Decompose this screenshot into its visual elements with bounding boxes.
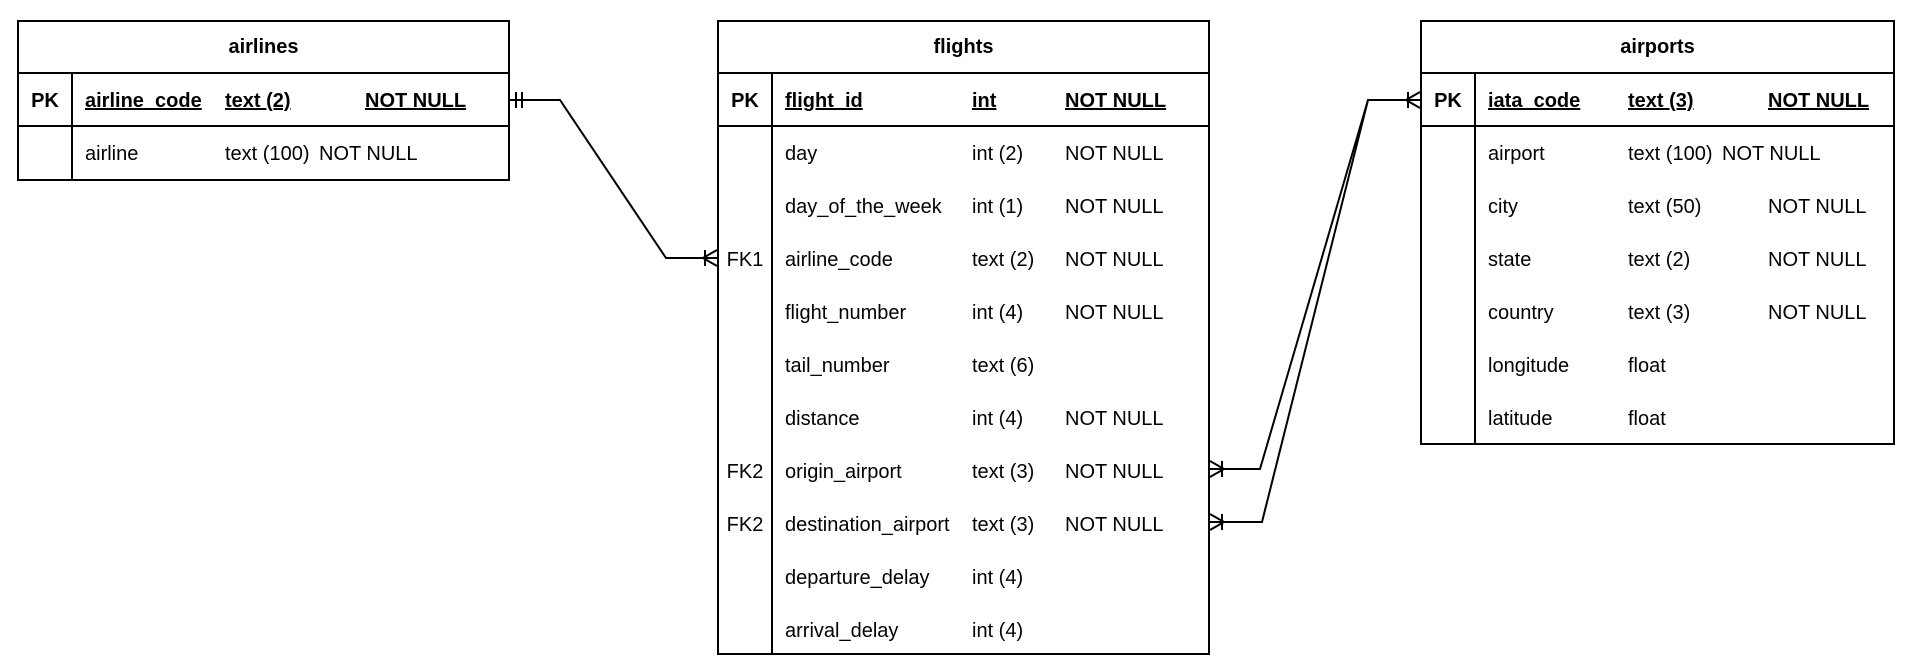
table-flights[interactable]: flights PK flight_id int NOT NULL day in… bbox=[717, 20, 1210, 655]
pk-column-constraint: NOT NULL bbox=[1065, 90, 1167, 112]
column-name: flight_number bbox=[785, 302, 907, 324]
column-name: airport bbox=[1488, 143, 1545, 165]
pk-column-type: text (2) bbox=[225, 90, 291, 112]
table-title: flights bbox=[719, 22, 1208, 74]
table-title: airports bbox=[1422, 22, 1893, 74]
table-title: airlines bbox=[19, 22, 508, 74]
column-constraint: NOT NULL bbox=[1768, 249, 1867, 271]
column-name: departure_delay bbox=[785, 567, 930, 589]
column-name: country bbox=[1488, 302, 1554, 324]
column-name: day_of_the_week bbox=[785, 196, 942, 218]
column-constraint: NOT NULL bbox=[1065, 302, 1164, 324]
pk-column-constraint: NOT NULL bbox=[1768, 90, 1870, 112]
column-type: float bbox=[1628, 355, 1666, 377]
pk-column-name: iata_code bbox=[1488, 90, 1581, 112]
column-type: int (1) bbox=[972, 196, 1024, 218]
pk-column-name: airline_code bbox=[85, 90, 202, 112]
column-constraint: NOT NULL bbox=[1065, 461, 1164, 483]
relationship-airports-origin[interactable] bbox=[1209, 99, 1420, 478]
table-airports[interactable]: airports PK iata_code text (3) NOT NULL … bbox=[1420, 20, 1895, 445]
column-name: day bbox=[785, 143, 818, 165]
primary-key-row bbox=[1422, 74, 1893, 127]
key-column-divider bbox=[71, 74, 73, 179]
column-name: airline_code bbox=[785, 249, 893, 271]
column-type: text (2) bbox=[972, 249, 1035, 271]
column-constraint: NOT NULL bbox=[1768, 302, 1867, 324]
column-constraint: NOT NULL bbox=[1065, 514, 1164, 536]
column-type: int (4) bbox=[972, 302, 1024, 324]
column-name: arrival_delay bbox=[785, 620, 899, 642]
column-type: text (3) bbox=[1628, 302, 1691, 324]
column-name: origin_airport bbox=[785, 461, 902, 483]
fk-label: FK2 bbox=[726, 514, 764, 536]
column-type: text (2) bbox=[1628, 249, 1691, 271]
column-constraint: NOT NULL bbox=[1065, 143, 1164, 165]
pk-column-type: int bbox=[972, 90, 997, 112]
relationship-airlines-flights[interactable] bbox=[510, 92, 718, 267]
column-type: int (4) bbox=[972, 408, 1024, 430]
column-name: destination_airport bbox=[785, 514, 950, 536]
one-and-only-one-marker bbox=[515, 92, 523, 108]
primary-key-row bbox=[19, 74, 508, 127]
column-type: text (3) bbox=[972, 514, 1035, 536]
column-type: float bbox=[1628, 408, 1666, 430]
column-constraint: NOT NULL bbox=[319, 143, 418, 165]
column-constraint: NOT NULL bbox=[1065, 196, 1164, 218]
relationship-airports-destination[interactable] bbox=[1209, 99, 1369, 531]
connector-line bbox=[1210, 99, 1420, 470]
crows-foot-marker bbox=[1209, 460, 1225, 478]
pk-label: PK bbox=[731, 90, 759, 112]
column-constraint: NOT NULL bbox=[1768, 196, 1867, 218]
column-type: text (50) bbox=[1628, 196, 1702, 218]
column-constraint: NOT NULL bbox=[1065, 249, 1164, 271]
pk-label: PK bbox=[31, 90, 59, 112]
fk-label: FK2 bbox=[726, 461, 764, 483]
column-name: state bbox=[1488, 249, 1532, 271]
crows-foot-marker bbox=[1209, 513, 1225, 531]
column-constraint: NOT NULL bbox=[1065, 408, 1164, 430]
fk-label: FK1 bbox=[726, 249, 764, 271]
column-name: airline bbox=[85, 143, 139, 165]
column-constraint: NOT NULL bbox=[1722, 143, 1821, 165]
column-type: int (2) bbox=[972, 143, 1024, 165]
pk-column-constraint: NOT NULL bbox=[365, 90, 467, 112]
column-type: text (100) bbox=[1628, 143, 1713, 165]
column-type: text (6) bbox=[972, 355, 1035, 377]
pk-label: PK bbox=[1434, 90, 1462, 112]
column-name: longitude bbox=[1488, 355, 1570, 377]
primary-key-row bbox=[719, 74, 1208, 127]
column-type: text (100) bbox=[225, 143, 310, 165]
column-type: text (3) bbox=[972, 461, 1035, 483]
key-column-divider bbox=[1474, 74, 1476, 443]
column-name: latitude bbox=[1488, 408, 1553, 430]
pk-column-type: text (3) bbox=[1628, 90, 1694, 112]
column-type: int (4) bbox=[972, 620, 1024, 642]
table-airlines[interactable]: airlines PK airline_code text (2) NOT NU… bbox=[17, 20, 510, 181]
connector-line bbox=[1210, 99, 1369, 523]
column-name: city bbox=[1488, 196, 1518, 218]
crows-foot-marker bbox=[702, 249, 718, 267]
key-column-divider bbox=[771, 74, 773, 653]
connector-line bbox=[510, 99, 717, 259]
crows-foot-marker-airports bbox=[1405, 91, 1421, 109]
column-name: tail_number bbox=[785, 355, 890, 377]
pk-column-name: flight_id bbox=[785, 90, 863, 112]
column-name: distance bbox=[785, 408, 860, 430]
column-type: int (4) bbox=[972, 567, 1024, 589]
